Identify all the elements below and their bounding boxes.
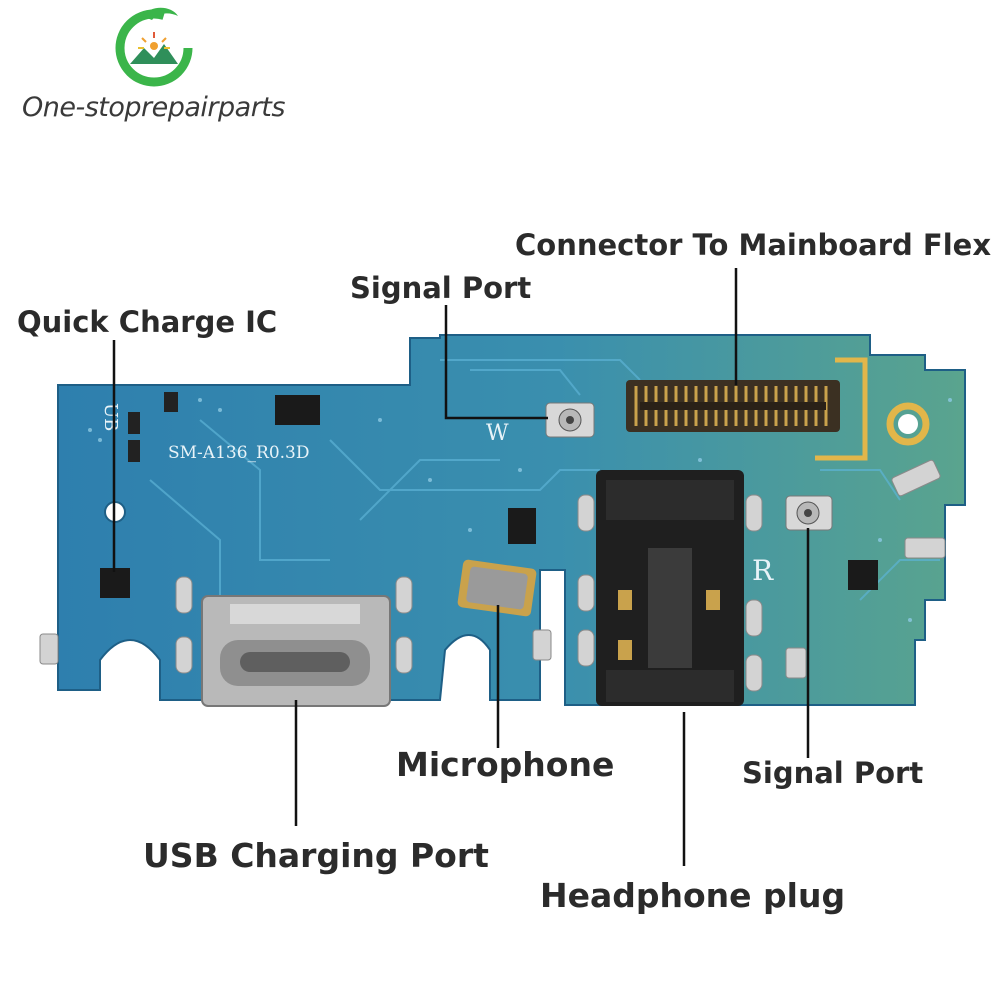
quick-charge-ic-chip xyxy=(100,568,130,598)
brand-name: One-stoprepairparts xyxy=(22,92,285,123)
ic-chip xyxy=(275,395,320,425)
label-quick-charge-ic: Quick Charge IC xyxy=(17,305,278,339)
microphone-component xyxy=(457,559,537,617)
leader-line-signal-top xyxy=(444,305,548,420)
sun-rays-icon xyxy=(138,32,170,50)
signal-port-r xyxy=(785,495,833,531)
silkscreen-ub: UB xyxy=(100,403,121,431)
ic-chip xyxy=(848,560,878,590)
silkscreen-model: SM-A136_R0.3D xyxy=(168,443,310,463)
brand-logo xyxy=(115,7,193,87)
label-headphone-plug: Headphone plug xyxy=(540,876,846,915)
board-to-board-connector xyxy=(626,380,840,432)
label-microphone: Microphone xyxy=(396,745,615,784)
label-connector-to-mainboard-flex: Connector To Mainboard Flex xyxy=(515,228,992,262)
ic-chip xyxy=(508,508,536,544)
usb-c-port xyxy=(201,595,391,707)
gold-ring-pad xyxy=(886,402,930,446)
headphone-jack xyxy=(596,470,744,706)
label-usb-charging-port: USB Charging Port xyxy=(143,836,489,875)
label-signal-port-top: Signal Port xyxy=(350,271,532,305)
signal-port-w xyxy=(545,402,595,438)
silkscreen-r: R xyxy=(752,554,774,587)
label-signal-port-bottom: Signal Port xyxy=(742,756,924,790)
silkscreen-w: W xyxy=(486,421,509,446)
